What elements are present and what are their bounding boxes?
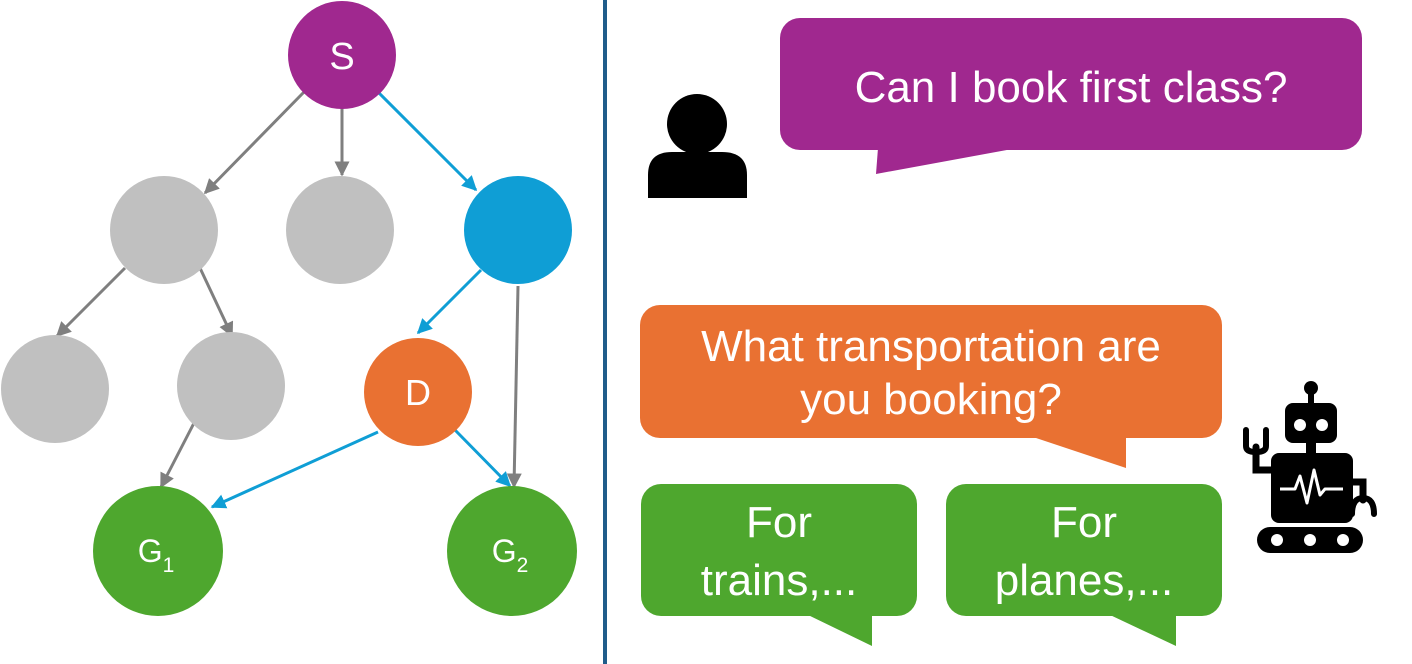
edge-s-to-gray-left xyxy=(203,90,306,195)
edge-d-to-g1 xyxy=(210,430,379,509)
node-goal-2-label: G2 xyxy=(492,533,529,577)
node-goal-2-letter: G xyxy=(492,533,517,569)
assistant-question-line-1: What transportation are xyxy=(701,322,1161,371)
option-trains-line-2: trains,... xyxy=(701,556,858,605)
edge-d-to-g2 xyxy=(453,428,512,488)
node-gray-bottom-right xyxy=(177,332,285,440)
edge-gray-left-to-gray-bl xyxy=(55,266,127,338)
chat-panel: Can I book first class? What transportat… xyxy=(640,18,1377,646)
node-goal-2 xyxy=(447,486,577,616)
option-planes-line-2: planes,... xyxy=(995,556,1174,605)
node-start xyxy=(288,1,396,109)
node-start-label: S xyxy=(329,36,354,78)
assistant-question-line-2: you booking? xyxy=(800,375,1062,424)
node-goal-1-letter: G xyxy=(138,533,163,569)
search-tree: S D G1 G2 xyxy=(1,1,577,616)
node-decision xyxy=(364,338,472,446)
option-planes-bubble[interactable]: For planes,... xyxy=(946,484,1222,646)
node-blue xyxy=(464,176,572,284)
option-trains-bubble[interactable]: For trains,... xyxy=(641,484,917,646)
user-message-bubble: Can I book first class? xyxy=(780,18,1362,174)
option-trains-line-1: For xyxy=(746,498,812,547)
edge-gray-left-to-gray-br xyxy=(198,267,234,338)
node-gray-mid xyxy=(286,176,394,284)
node-goal-1 xyxy=(93,486,223,616)
robot-icon xyxy=(1243,381,1377,553)
node-goal-2-subscript: 2 xyxy=(517,554,529,577)
edge-blue-to-d xyxy=(416,268,483,335)
user-icon xyxy=(648,94,747,198)
option-planes-line-1: For xyxy=(1051,498,1117,547)
edge-s-to-blue xyxy=(376,90,478,192)
assistant-question-bubble: What transportation are you booking? xyxy=(640,305,1222,468)
node-gray-left xyxy=(110,176,218,284)
edge-blue-to-g2 xyxy=(506,285,522,489)
edge-gray-br-to-g1 xyxy=(159,422,196,489)
node-goal-1-subscript: 1 xyxy=(163,554,175,577)
node-gray-bottom-left xyxy=(1,335,109,443)
node-goal-1-label: G1 xyxy=(138,533,175,577)
user-message-text: Can I book first class? xyxy=(855,63,1288,112)
node-decision-label: D xyxy=(405,372,431,413)
